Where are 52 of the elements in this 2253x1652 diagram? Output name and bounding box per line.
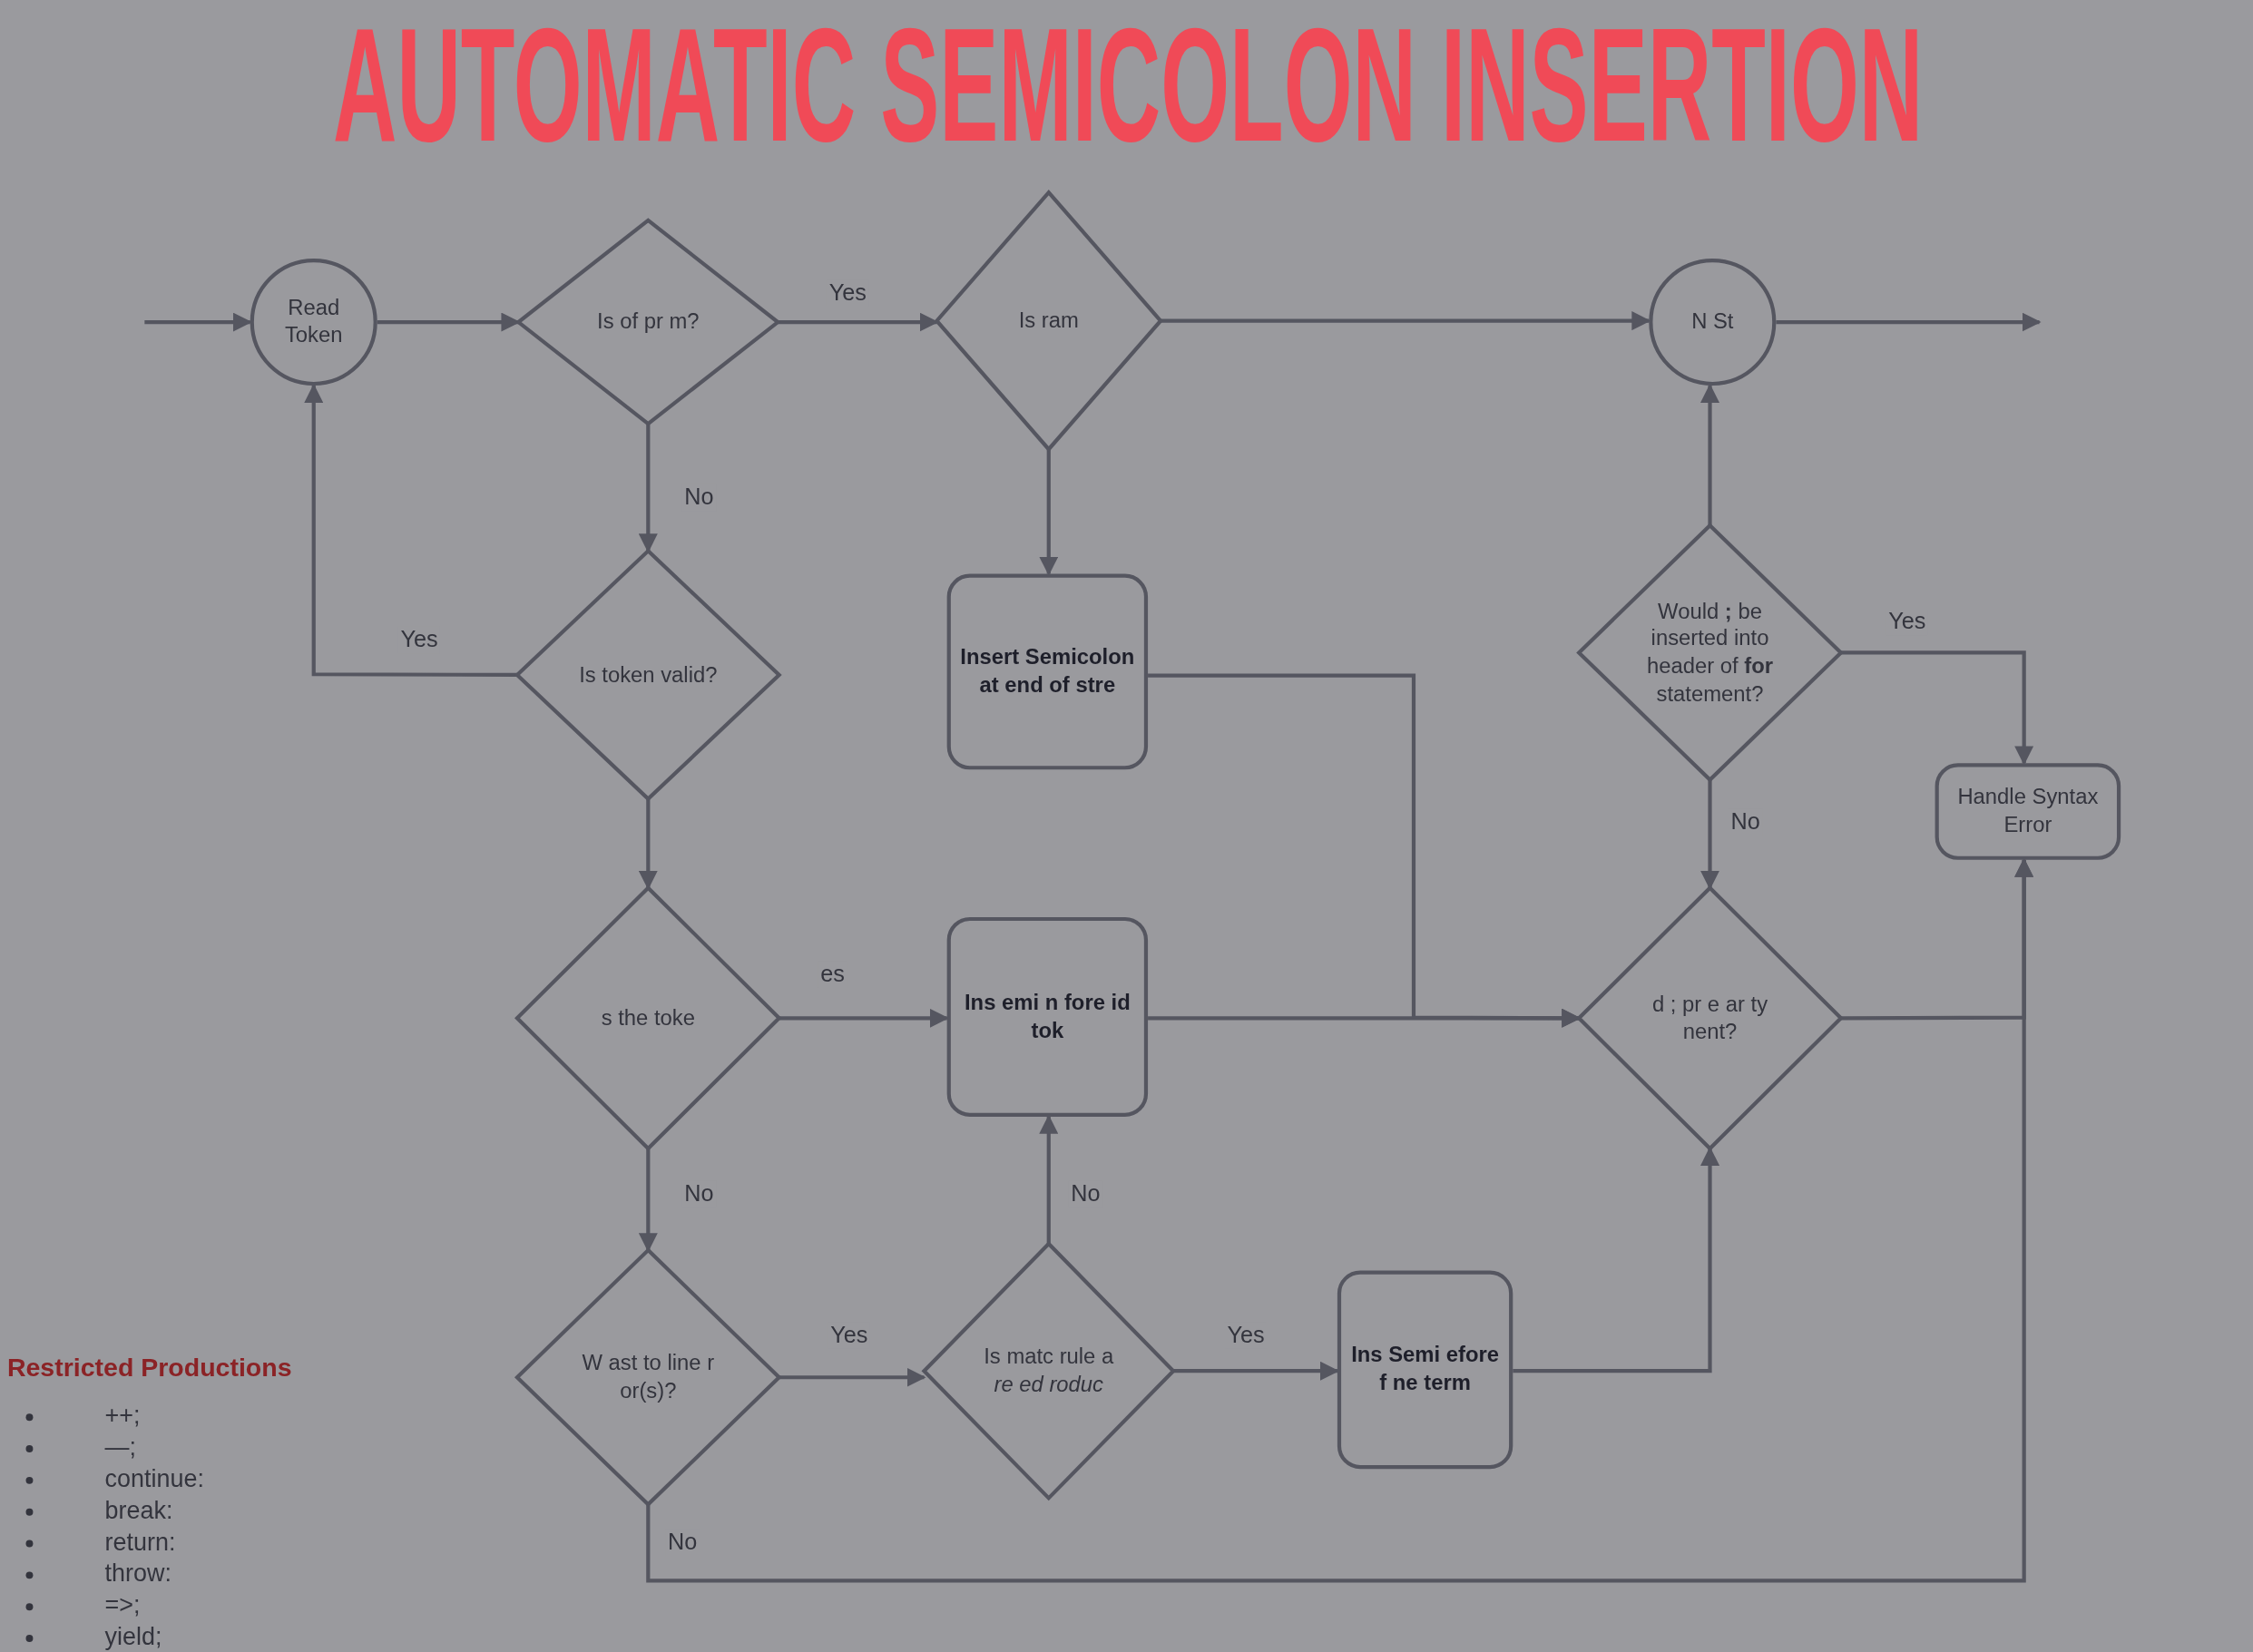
flow-arrow xyxy=(1840,650,2034,766)
list-item: yield; xyxy=(104,1622,162,1652)
decision-diamond xyxy=(518,220,779,425)
node-label: Is of pr m? xyxy=(597,308,700,336)
flow-arrow xyxy=(1700,779,1719,890)
title: AUTOMATIC SEMICOLON INSERTION xyxy=(332,5,1925,167)
flow-arrow xyxy=(646,857,2034,1583)
node-label: Would ; be inserted into header of for statement? xyxy=(1645,597,1775,708)
node-label: Is token valid? xyxy=(579,661,718,689)
flow-arrow xyxy=(1776,312,2042,332)
decision-diamond xyxy=(1579,525,1841,780)
terminal-circle xyxy=(250,258,377,386)
node-label: Insert Semicolon at end of stre xyxy=(959,644,1136,699)
list-item: break: xyxy=(104,1496,173,1527)
flow-arrow xyxy=(1039,1114,1059,1245)
flow-arrow xyxy=(779,1008,949,1028)
flow-arrow xyxy=(779,1367,926,1387)
flow-arrow xyxy=(304,384,517,678)
list-item: continue: xyxy=(104,1464,204,1495)
process-box xyxy=(1337,1270,1513,1470)
process-box xyxy=(1935,763,2121,860)
flow-arrow xyxy=(144,312,252,332)
node-label: s the toke xyxy=(601,1004,695,1032)
list-item: —; xyxy=(104,1432,136,1463)
flow-arrow xyxy=(1700,384,1719,526)
terminal-circle xyxy=(1649,258,1777,386)
list-item: return: xyxy=(104,1527,176,1558)
process-box xyxy=(946,916,1149,1117)
flow-arrow xyxy=(778,312,939,332)
node-label: Ins Semi efore f ne term xyxy=(1350,1342,1501,1397)
node-label: Ins emi n fore id tok xyxy=(964,989,1131,1044)
decision-diamond xyxy=(924,1244,1174,1499)
node-label: Handle Syntax Error xyxy=(1956,784,2100,839)
decision-diamond xyxy=(516,887,779,1149)
node-label: d ; pr e ar ty nent? xyxy=(1651,991,1769,1046)
process-box xyxy=(946,573,1149,770)
list-item: throw: xyxy=(104,1559,171,1589)
flow-arrow xyxy=(1173,1361,1339,1381)
list-item: ++; xyxy=(104,1401,141,1432)
node-label: Is matc rule a re ed roduc xyxy=(983,1344,1115,1399)
list-item: =>; xyxy=(104,1590,141,1621)
flow-arrow xyxy=(1039,449,1059,576)
list-heading: Restricted Productions xyxy=(6,1353,292,1383)
decision-diamond xyxy=(936,192,1161,450)
decision-diamond xyxy=(516,1250,779,1505)
node-label: Read Token xyxy=(283,294,344,350)
decision-diamond xyxy=(1579,887,1841,1149)
node-label: W ast to line r or(s)? xyxy=(581,1350,716,1405)
node-label: N St xyxy=(1691,308,1734,336)
decision-diamond xyxy=(516,551,779,799)
node-label: Is ram xyxy=(1018,307,1079,335)
flow-arrow xyxy=(1161,311,1651,331)
